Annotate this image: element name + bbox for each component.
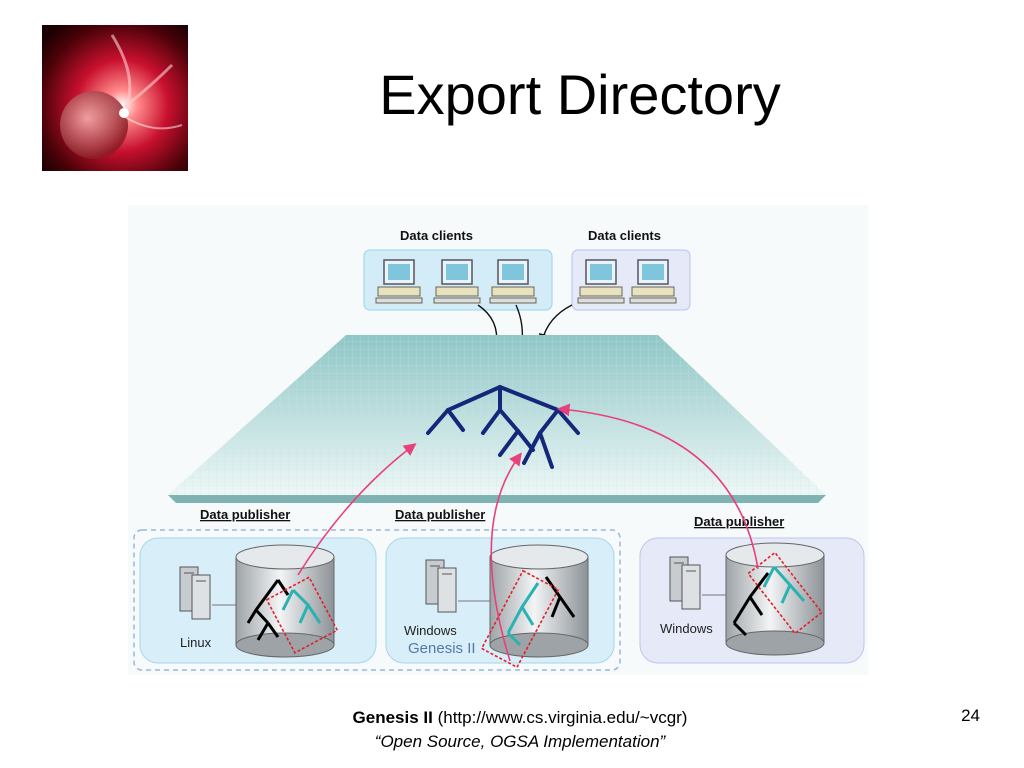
publisher-box-linux: Linux <box>139 537 377 664</box>
storage-cylinder <box>725 542 825 656</box>
clients-right-label: Data clients <box>588 228 661 243</box>
exported-subtree <box>506 582 540 647</box>
page-number: 24 <box>961 706 980 725</box>
export-selection-outline <box>265 576 339 654</box>
publisher-os-windows-2: Windows <box>660 621 713 636</box>
local-tree <box>544 576 576 618</box>
slide-footer: Genesis II (http://www.cs.virginia.edu/~… <box>230 706 810 754</box>
local-tree <box>732 572 770 637</box>
client-group-left: Data clients <box>363 228 553 311</box>
export-selection-outline <box>747 551 823 635</box>
export-link-arrow <box>556 403 759 570</box>
export-link-arrow <box>297 443 417 576</box>
server-icon <box>425 559 457 613</box>
footer-tagline: “Open Source, OGSA Implementation” <box>374 732 666 751</box>
client-computer-icon <box>629 259 677 304</box>
exported-subtree <box>281 588 322 624</box>
storage-cylinder <box>235 544 335 658</box>
server-icon <box>669 556 701 610</box>
publisher-box-windows: Windows <box>639 537 865 664</box>
export-selection-outline <box>480 569 560 669</box>
export-link-arrow <box>490 452 522 662</box>
publisher-label-2: Data publisher <box>395 507 485 522</box>
nebula-logo-image <box>42 25 188 171</box>
client-group-right: Data clients <box>571 228 691 311</box>
genesis-ii-label: Genesis II <box>408 640 476 657</box>
local-tree <box>246 579 290 641</box>
footer-brand: Genesis II <box>352 708 433 727</box>
server-icon <box>179 566 211 620</box>
publisher-label-1: Data publisher <box>200 507 290 522</box>
clients-left-label: Data clients <box>400 228 473 243</box>
slide-title: Export Directory <box>379 63 781 126</box>
client-computer-icon <box>489 259 537 304</box>
footer-url: (http://www.cs.virginia.edu/~vcgr) <box>437 708 688 727</box>
export-directory-diagram: Data clients Data clients <box>128 205 868 675</box>
publisher-os-windows: Windows <box>404 623 457 638</box>
client-computer-icon <box>375 259 423 304</box>
publisher-label-3: Data publisher <box>694 514 784 529</box>
publisher-group-dashed-outline <box>133 529 621 671</box>
publisher-os-linux: Linux <box>180 635 212 650</box>
exported-subtree <box>762 566 806 604</box>
publisher-box-windows-genesis: Windows Genesis II <box>385 537 615 669</box>
client-computer-icon <box>433 259 481 304</box>
client-computer-icon <box>577 259 625 304</box>
